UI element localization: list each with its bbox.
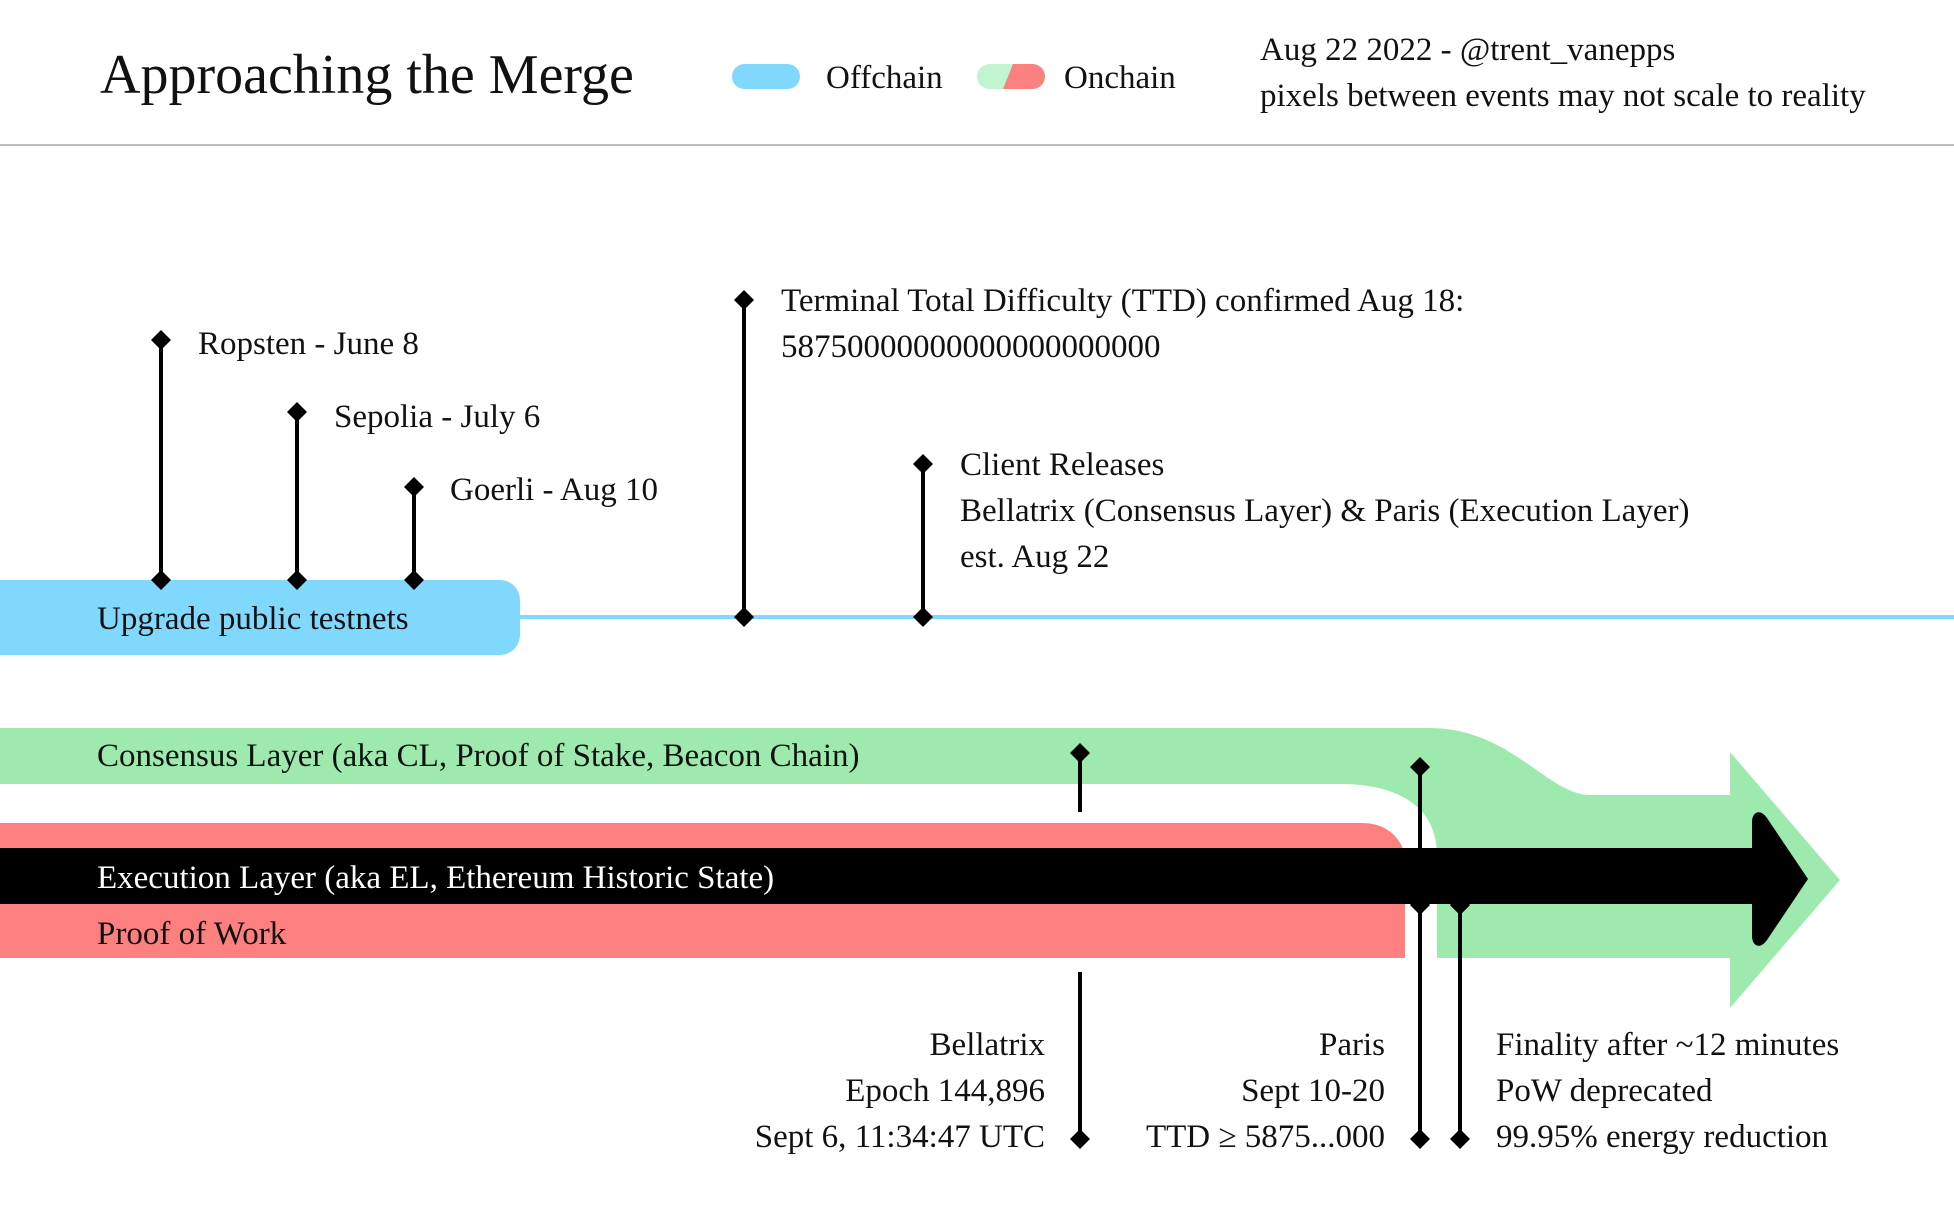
- execution-lane-label: Execution Layer (aka EL, Ethereum Histor…: [97, 860, 774, 896]
- page-title: Approaching the Merge: [100, 44, 634, 106]
- event-sepolia-label: Sepolia - July 6: [334, 399, 540, 435]
- event-clients-detail: Bellatrix (Consensus Layer) & Paris (Exe…: [960, 493, 1689, 529]
- event-paris-ttd: TTD ≥ 5875...000: [1146, 1119, 1385, 1155]
- event-sepolia-diamond-top: [287, 402, 307, 422]
- event-ttd-value: 58750000000000000000000: [781, 329, 1161, 365]
- event-ropsten-diamond-bottom: [151, 570, 171, 590]
- event-sepolia-diamond-bottom: [287, 570, 307, 590]
- testnets-lane-label: Upgrade public testnets: [97, 601, 409, 637]
- event-ttd-diamond-bottom: [734, 607, 754, 627]
- event-bellatrix-diamond-bottom: [1070, 1129, 1090, 1149]
- event-finality-diamond-bottom: [1450, 1129, 1470, 1149]
- event-ttd-title: Terminal Total Difficulty (TTD) confirme…: [781, 283, 1464, 319]
- event-goerli-diamond-bottom: [404, 570, 424, 590]
- legend-offchain-swatch: [732, 64, 800, 89]
- event-markers: [151, 290, 1470, 1149]
- legend-onchain-label: Onchain: [1064, 60, 1176, 96]
- consensus-lane-label: Consensus Layer (aka CL, Proof of Stake,…: [97, 738, 859, 774]
- header-note: pixels between events may not scale to r…: [1260, 78, 1866, 114]
- header-credit: Aug 22 2022 - @trent_vanepps: [1260, 32, 1675, 68]
- event-clients-title: Client Releases: [960, 447, 1164, 483]
- legend-onchain-swatch: [977, 64, 1045, 89]
- event-finality-pow: PoW deprecated: [1496, 1073, 1713, 1109]
- event-paris-diamond-bottom: [1410, 1129, 1430, 1149]
- event-clients-date: est. Aug 22: [960, 539, 1109, 575]
- event-ttd-diamond-top: [734, 290, 754, 310]
- event-ropsten-diamond-top: [151, 330, 171, 350]
- event-finality-execution-diamond: [1450, 895, 1470, 915]
- event-clients-diamond-top: [913, 454, 933, 474]
- event-ropsten-label: Ropsten - June 8: [198, 326, 419, 362]
- event-bellatrix-top-diamond-top: [1070, 743, 1090, 763]
- testnets-lane: [0, 580, 520, 655]
- event-paris-execution-diamond: [1410, 895, 1430, 915]
- event-finality-energy: 99.95% energy reduction: [1496, 1119, 1828, 1155]
- event-bellatrix-epoch: Epoch 144,896: [845, 1073, 1045, 1109]
- event-paris-date: Sept 10-20: [1241, 1073, 1385, 1109]
- event-goerli-label: Goerli - Aug 10: [450, 472, 658, 508]
- event-paris-diamond-top: [1410, 757, 1430, 777]
- event-paris-title: Paris: [1319, 1027, 1385, 1063]
- pow-lane-label: Proof of Work: [97, 916, 287, 952]
- event-clients-diamond-bottom: [913, 607, 933, 627]
- event-bellatrix-date: Sept 6, 11:34:47 UTC: [755, 1119, 1045, 1155]
- execution-layer-arrow: [0, 812, 1808, 946]
- event-bellatrix-title: Bellatrix: [930, 1027, 1046, 1063]
- event-goerli-diamond-top: [404, 477, 424, 497]
- legend-offchain-label: Offchain: [826, 60, 943, 96]
- event-finality-title: Finality after ~12 minutes: [1496, 1027, 1839, 1063]
